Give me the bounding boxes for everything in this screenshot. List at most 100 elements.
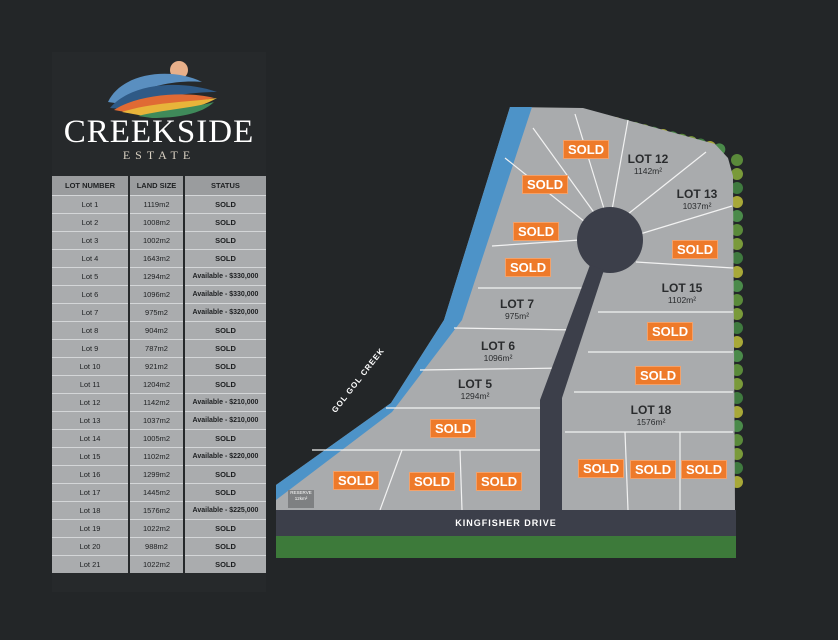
land-size-cell: 1119m2 <box>129 195 185 214</box>
lot-15-label: LOT 15 1102m² <box>662 281 703 305</box>
lot-area: 1142m² <box>633 166 663 176</box>
land-size-cell: 1445m2 <box>129 483 185 502</box>
lot-number-cell: Lot 15 <box>52 447 130 466</box>
lot-number-cell: Lot 13 <box>52 411 130 430</box>
lot-18-label: LOT 18 1576m² <box>631 403 672 427</box>
lot-number-cell: Lot 8 <box>52 321 130 340</box>
sold-badge: SOLD <box>476 472 523 491</box>
tree-icon <box>731 280 743 292</box>
lot-name: LOT 5 <box>457 377 493 391</box>
tree-icon <box>731 196 743 208</box>
status-cell: SOLD <box>184 231 266 250</box>
status-cell: Available - $210,000 <box>184 411 266 430</box>
lot-number-cell: Lot 7 <box>52 303 130 322</box>
sold-badge: SOLD <box>647 322 694 341</box>
reserve-box: RESERVE 12km² <box>288 490 314 508</box>
sidebar-panel: CREEKSIDE ESTATE LOT NUMBER LAND SIZE ST… <box>52 52 266 592</box>
reserve-area: 12km² <box>294 496 308 501</box>
tree-icon <box>731 266 743 278</box>
lot-number-cell: Lot 2 <box>52 213 130 232</box>
land-size-cell: 1037m2 <box>129 411 185 430</box>
sold-badge: SOLD <box>505 258 552 277</box>
brand-subtitle: ESTATE <box>122 148 196 162</box>
road-label: KINGFISHER DRIVE <box>455 518 557 528</box>
status-cell: Available - $320,000 <box>184 303 266 322</box>
tree-icon <box>731 154 743 166</box>
land-size-cell: 1204m2 <box>129 375 185 394</box>
lot-number-cell: Lot 20 <box>52 537 130 556</box>
lot-name: LOT 15 <box>661 281 703 295</box>
sold-badge: SOLD <box>630 460 677 479</box>
sold-badge: SOLD <box>672 240 719 259</box>
lot-number-cell: Lot 18 <box>52 501 130 520</box>
lot-number-cell: Lot 4 <box>52 249 130 268</box>
sold-badge: SOLD <box>578 459 625 478</box>
cul-de-sac <box>577 207 643 273</box>
lot-number-cell: Lot 9 <box>52 339 130 358</box>
status-cell: SOLD <box>184 519 266 538</box>
creekside-logo-icon <box>108 61 217 118</box>
lot-name: LOT 6 <box>480 339 516 353</box>
land-size-cell: 1096m2 <box>129 285 185 304</box>
status-cell: Available - $220,000 <box>184 447 266 466</box>
status-cell: SOLD <box>184 321 266 340</box>
creek <box>276 107 532 500</box>
lot-area: 1102m² <box>667 295 697 305</box>
lot-number-cell: Lot 5 <box>52 267 130 286</box>
land-size-cell: 1102m2 <box>129 447 185 466</box>
lot-number-cell: Lot 3 <box>52 231 130 250</box>
lot-number-cell: Lot 11 <box>52 375 130 394</box>
status-cell: SOLD <box>184 357 266 376</box>
tree-icon <box>731 294 743 306</box>
status-cell: Available - $210,000 <box>184 393 266 412</box>
lot-number-cell: Lot 1 <box>52 195 130 214</box>
tree-icon <box>731 168 743 180</box>
lot-name: LOT 12 <box>627 152 669 166</box>
status-cell: Available - $225,000 <box>184 501 266 520</box>
lot-area: 975m² <box>504 311 530 321</box>
tree-icon <box>731 210 743 222</box>
land-size-cell: 1022m2 <box>129 555 185 573</box>
grass-strip <box>276 536 736 558</box>
status-cell: SOLD <box>184 555 266 573</box>
land-size-cell: 975m2 <box>129 303 185 322</box>
lot-name: LOT 7 <box>499 297 535 311</box>
land-size-cell: 1294m2 <box>129 267 185 286</box>
status-cell: SOLD <box>184 249 266 268</box>
lot-12-label: LOT 12 1142m² <box>628 152 669 176</box>
lot-number-cell: Lot 14 <box>52 429 130 448</box>
land-size-cell: 787m2 <box>129 339 185 358</box>
land-size-cell: 1576m2 <box>129 501 185 520</box>
tree-icon <box>731 252 743 264</box>
access-road <box>540 265 604 510</box>
land-size-cell: 1299m2 <box>129 465 185 484</box>
tree-icon <box>731 322 743 334</box>
table-header-row: LOT NUMBER LAND SIZE STATUS <box>52 176 266 196</box>
tree-icon <box>731 308 743 320</box>
land-size-cell: 1008m2 <box>129 213 185 232</box>
status-cell: SOLD <box>184 483 266 502</box>
tree-icon <box>731 238 743 250</box>
sold-badge: SOLD <box>409 472 456 491</box>
lot-13-label: LOT 13 1037m² <box>677 187 718 211</box>
lot-7-label: LOT 7 975m² <box>500 297 534 321</box>
status-cell: SOLD <box>184 339 266 358</box>
sold-badge: SOLD <box>522 175 569 194</box>
lot-number-cell: Lot 19 <box>52 519 130 538</box>
